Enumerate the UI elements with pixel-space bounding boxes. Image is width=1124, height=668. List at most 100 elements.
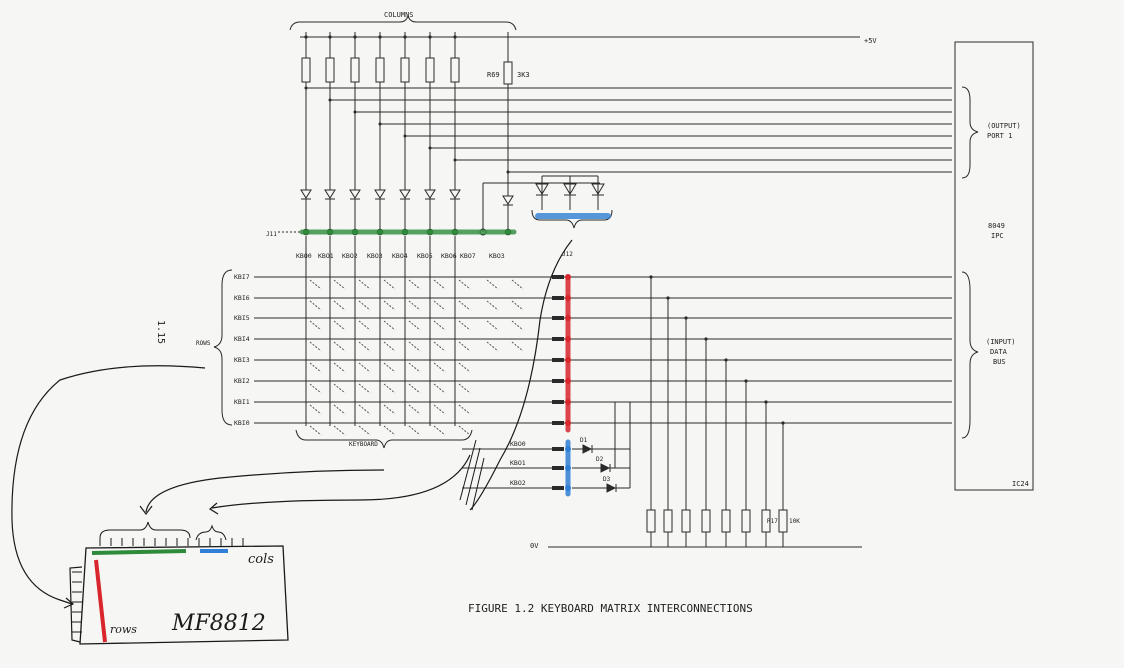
pulldown-resistor bbox=[681, 509, 691, 533]
row-label: KBI4 bbox=[234, 335, 250, 343]
junction-dot bbox=[724, 358, 728, 362]
key-switch bbox=[408, 320, 421, 331]
column-diode bbox=[449, 189, 461, 200]
key-switch bbox=[486, 300, 499, 311]
j12-pin bbox=[552, 447, 564, 451]
key-switch bbox=[309, 341, 322, 352]
key-switch bbox=[458, 300, 471, 311]
j12-pin bbox=[552, 466, 564, 470]
led-diode bbox=[535, 183, 549, 196]
kbo-output-label: KBO1 bbox=[510, 459, 526, 467]
sketch-blue-brace bbox=[195, 524, 227, 541]
key-switch bbox=[333, 425, 346, 436]
ic-input-line1: (INPUT) bbox=[986, 338, 1016, 346]
key-switch bbox=[383, 425, 396, 436]
key-switch bbox=[333, 362, 346, 373]
junction-dot bbox=[378, 122, 382, 126]
junction-dot bbox=[353, 35, 357, 39]
column-diode bbox=[324, 189, 336, 200]
junction-dot bbox=[649, 275, 653, 279]
junction-dot bbox=[328, 98, 332, 102]
sketch-rows-text: rows bbox=[110, 623, 137, 636]
key-switch bbox=[433, 362, 446, 373]
key-switch bbox=[333, 300, 346, 311]
plus5v-label: +5V bbox=[864, 37, 877, 45]
column-diode bbox=[424, 189, 436, 200]
key-switch bbox=[383, 279, 396, 290]
column-label: KBO7 bbox=[460, 252, 476, 260]
column-diode bbox=[399, 189, 411, 200]
kbo-diode bbox=[582, 444, 593, 454]
sketch-green-cols-strip bbox=[91, 549, 187, 555]
hatching-strokes bbox=[459, 439, 485, 511]
key-switch bbox=[383, 383, 396, 394]
key-switch bbox=[458, 362, 471, 373]
rows-brace bbox=[213, 269, 233, 426]
column-label: KBO4 bbox=[392, 252, 408, 260]
r69-resistor bbox=[503, 61, 513, 85]
key-switch bbox=[333, 279, 346, 290]
j12-pin bbox=[552, 400, 564, 404]
pulldown-resistor bbox=[721, 509, 731, 533]
ic24-body bbox=[954, 41, 1034, 491]
kbo-diode bbox=[606, 483, 617, 493]
key-switch bbox=[333, 383, 346, 394]
keyboard-label: KEYBOARD bbox=[349, 441, 378, 448]
key-switch bbox=[511, 320, 524, 331]
kbo-output-label: KBO2 bbox=[510, 479, 526, 487]
columns-label: COLUMNS bbox=[384, 11, 414, 19]
key-switch bbox=[309, 279, 322, 290]
key-switch bbox=[383, 362, 396, 373]
junction-dot bbox=[403, 134, 407, 138]
junction-dot bbox=[781, 421, 785, 425]
column-label: KBO3 bbox=[367, 252, 383, 260]
sketch-cols-text: cols bbox=[248, 552, 274, 567]
key-switch bbox=[433, 425, 446, 436]
diode-brace bbox=[531, 209, 613, 229]
j12-pin bbox=[552, 358, 564, 362]
sketch-red-rows-strip bbox=[94, 559, 107, 643]
column-label: KBO2 bbox=[342, 252, 358, 260]
key-switch bbox=[358, 341, 371, 352]
sketch-pin-ticks bbox=[72, 538, 244, 633]
j12-pin bbox=[552, 486, 564, 490]
junction-dot bbox=[666, 296, 670, 300]
diode-label: D2 bbox=[596, 456, 604, 463]
key-switch bbox=[309, 404, 322, 415]
input-bus-brace bbox=[961, 271, 979, 439]
pullup-resistor bbox=[400, 57, 410, 83]
key-switch bbox=[433, 320, 446, 331]
cols-arrow bbox=[145, 469, 385, 513]
key-switch bbox=[358, 300, 371, 311]
junction-dot bbox=[428, 35, 432, 39]
pulldown-resistor bbox=[741, 509, 751, 533]
rows-label: ROWS bbox=[196, 340, 211, 347]
ic-output-line1: (OUTPUT) bbox=[987, 122, 1021, 130]
component-layer bbox=[300, 35, 788, 533]
key-switch bbox=[358, 425, 371, 436]
kbo3-diode bbox=[502, 195, 514, 206]
handwritten-connector-sketch: cols rows MF8812 bbox=[11, 239, 573, 645]
ic-input-line2: DATA bbox=[990, 348, 1008, 356]
key-switch bbox=[433, 279, 446, 290]
sketch-part-text: MF8812 bbox=[171, 611, 266, 636]
pullup-resistor bbox=[425, 57, 435, 83]
pullup-resistor bbox=[325, 57, 335, 83]
pulldown-resistor bbox=[778, 509, 788, 533]
j12-pin bbox=[552, 337, 564, 341]
r69-value: 3K3 bbox=[517, 71, 530, 79]
j12-pin bbox=[552, 275, 564, 279]
column-diode bbox=[349, 189, 361, 200]
j12-pin bbox=[552, 421, 564, 425]
ic-output-line2: PORT 1 bbox=[987, 132, 1012, 140]
keyboard-brace bbox=[295, 429, 473, 449]
key-switch bbox=[408, 425, 421, 436]
led-diode bbox=[591, 183, 605, 196]
figure-caption: FIGURE 1.2 KEYBOARD MATRIX INTERCONNECTI… bbox=[468, 602, 753, 615]
key-switch bbox=[458, 383, 471, 394]
key-switch bbox=[458, 404, 471, 415]
key-switch bbox=[458, 320, 471, 331]
